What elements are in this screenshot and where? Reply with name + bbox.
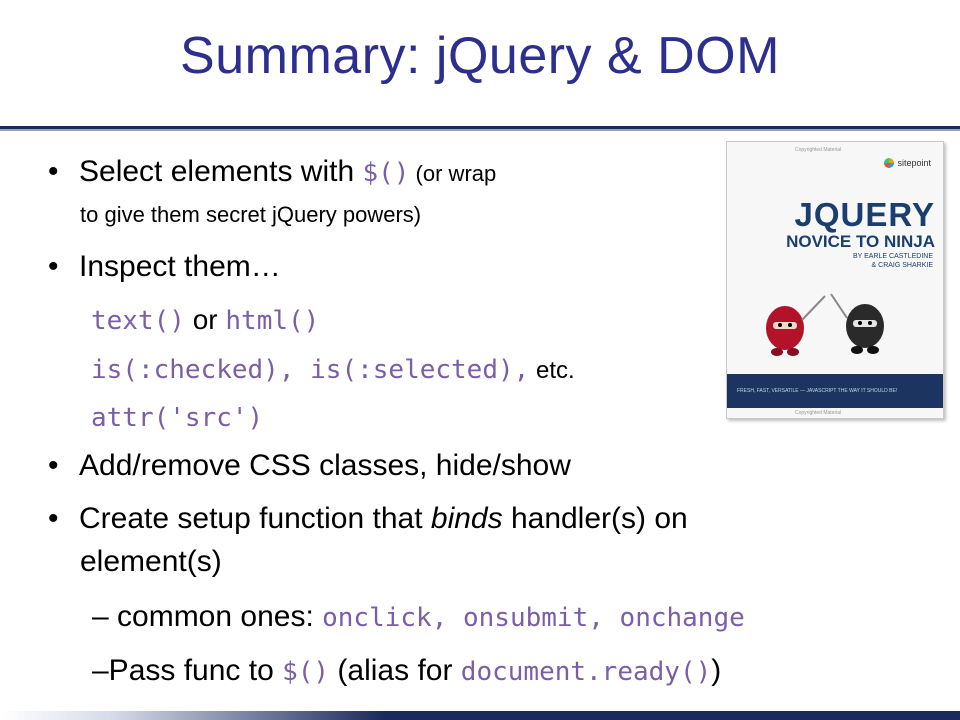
code-line-attr: attr('src'): [91, 403, 264, 433]
bullet-marker: •: [48, 502, 59, 535]
bullet-marker: •: [48, 250, 59, 283]
code-line-is-checked: is(:checked), is(:selected), etc.: [91, 355, 575, 385]
book-title: JQUERY: [794, 196, 935, 233]
title-divider-shadow: [0, 129, 960, 131]
book-copyright-bottom: Copyrighted Material: [795, 410, 842, 416]
code-line-text-html: text() or html(): [91, 304, 320, 336]
bullet-create-setup: Create setup function that binds handler…: [79, 502, 688, 535]
sitepoint-logo-icon: [884, 158, 895, 168]
book-publisher-logo: sitepoint: [884, 158, 931, 168]
bullet-create-continuation: element(s): [80, 545, 222, 578]
book-cover-image: Copyrighted Material sitepoint JQUERY NO…: [726, 141, 944, 419]
black-ninja-icon: [830, 293, 884, 354]
book-authors: BY EARLE CASTLEDINE & CRAIG SHARKIE: [852, 253, 933, 269]
sub-bullet-common-ones: – common ones: onclick, onsubmit, onchan…: [92, 600, 745, 633]
sub-bullet-pass-func: –Pass func to $() (alias for document.re…: [92, 654, 722, 687]
bullet-select-continuation: to give them secret jQuery powers): [80, 202, 422, 227]
book-copyright-top: Copyrighted Material: [795, 147, 842, 153]
slide-title: Summary: jQuery & DOM: [180, 27, 780, 85]
ninja-illustration-icon: [766, 293, 884, 356]
bullet-marker: •: [48, 155, 59, 188]
bullet-marker: •: [48, 449, 59, 482]
bullet-inspect: Inspect them…: [79, 250, 281, 283]
book-subtitle: NOVICE TO NINJA: [786, 232, 935, 251]
bullet-add-remove-css: Add/remove CSS classes, hide/show: [79, 449, 571, 482]
footer-bar: [0, 711, 960, 720]
title-divider: [0, 126, 960, 129]
bullet-select-elements: Select elements with $() (or wrap: [79, 155, 497, 188]
book-tagline-band: FRESH, FAST, VERSATILE — JAVASCRIPT THE …: [727, 374, 943, 408]
red-ninja-icon: [766, 295, 826, 356]
